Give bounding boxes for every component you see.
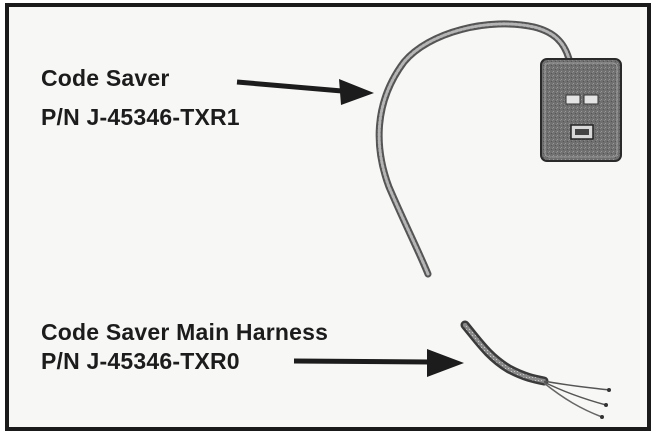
main-harness-cable [460,320,611,419]
main-harness-arrow [293,349,464,377]
main-harness-name: Code Saver Main Harness [41,319,329,345]
harness-illustration [236,20,622,419]
main-harness-part-number: P/N J-45346-TXR0 [41,348,240,374]
code-saver-cable [375,20,573,278]
figure-frame: Code Saver P/N J-45346-TXR1 Code Saver M… [5,3,651,431]
code-saver-arrow [236,79,374,105]
indicator-right-icon [583,94,599,105]
code-saver-part-number: P/N J-45346-TXR1 [41,104,240,130]
code-saver-device [540,58,622,162]
code-saver-name: Code Saver [41,65,170,91]
indicator-left-icon [565,94,581,105]
